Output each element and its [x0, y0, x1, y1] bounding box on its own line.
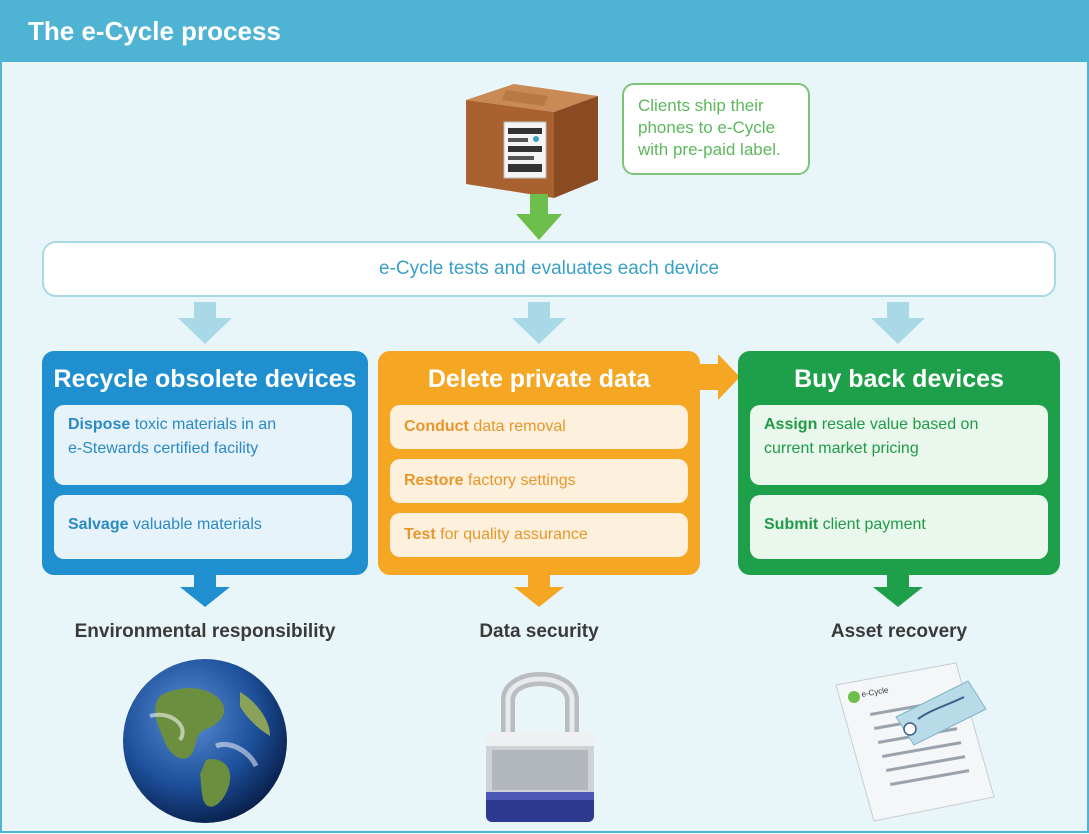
outcome-data-security: Data security	[479, 621, 599, 642]
step-text-line2: e-Stewards certified facility	[68, 440, 259, 457]
step-assign: Assign resale value based on current mar…	[750, 405, 1048, 485]
callout-line: with pre-paid label.	[638, 140, 781, 159]
shipping-box-icon	[448, 80, 608, 205]
step-text: for quality assurance	[435, 526, 588, 543]
step-submit: Submit client payment	[750, 495, 1048, 559]
page-title: The e-Cycle process	[28, 16, 281, 46]
step-text: resale value based on	[817, 416, 979, 433]
padlock-icon	[470, 654, 610, 834]
step-salvage: Salvage valuable materials	[54, 495, 352, 559]
callout-line: phones to e-Cycle	[638, 118, 776, 137]
header-bar: The e-Cycle process	[0, 0, 1089, 62]
globe-icon	[120, 656, 290, 831]
step-verb: Dispose	[68, 416, 131, 433]
step-test: Test for quality assurance	[390, 513, 688, 557]
down-arrow-delete	[514, 575, 564, 607]
step-verb: Test	[404, 526, 436, 543]
panel-title: Buy back devices	[794, 365, 1004, 393]
shipping-callout: Clients ship their phones to e-Cycle wit…	[622, 83, 810, 175]
step-text-line2: current market pricing	[764, 440, 919, 457]
down-arrow-recycle	[180, 575, 230, 607]
step-dispose: Dispose toxic materials in an e-Stewards…	[54, 405, 352, 485]
down-arrow-buyback	[873, 575, 923, 607]
step-text: toxic materials in an	[130, 416, 277, 433]
down-arrow-green	[516, 194, 562, 240]
step-conduct: Conduct data removal	[390, 405, 688, 449]
step-verb: Submit	[764, 516, 819, 533]
purchase-order-icon: e-Cycle	[826, 657, 1004, 832]
step-text: valuable materials	[128, 516, 262, 533]
right-arrow-orange	[700, 354, 740, 400]
step-verb: Conduct	[404, 418, 469, 435]
callout-line: Clients ship their	[638, 96, 764, 115]
recycle-panel: Recycle obsolete devices Dispose toxic m…	[42, 351, 368, 575]
delete-panel: Delete private data Conduct data removal…	[378, 351, 700, 575]
down-arrow-blue-3	[871, 302, 925, 344]
outcome-environmental: Environmental responsibility	[74, 621, 336, 642]
panel-title: Recycle obsolete devices	[53, 365, 357, 393]
outcome-asset-recovery: Asset recovery	[830, 621, 968, 642]
step-verb: Restore	[404, 472, 464, 489]
step-text: client payment	[818, 516, 926, 533]
evaluation-bar: e-Cycle tests and evaluates each device	[42, 241, 1056, 297]
buyback-panel: Buy back devices Assign resale value bas…	[738, 351, 1060, 575]
down-arrow-blue-2	[512, 302, 566, 344]
step-verb: Salvage	[68, 516, 129, 533]
step-text: factory settings	[463, 472, 576, 489]
step-verb: Assign	[764, 416, 818, 433]
step-text: data removal	[468, 418, 566, 435]
down-arrow-blue-1	[178, 302, 232, 344]
step-restore: Restore factory settings	[390, 459, 688, 503]
panel-title: Delete private data	[427, 365, 651, 393]
